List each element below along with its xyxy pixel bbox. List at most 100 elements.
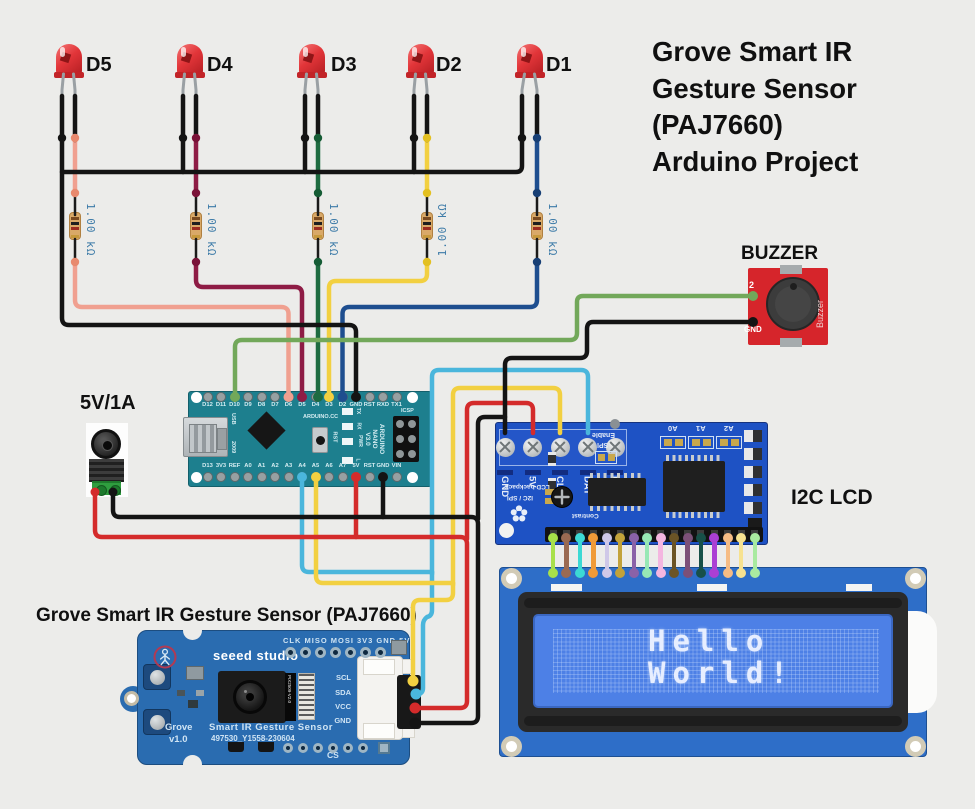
arduino-pin-label: VIN	[391, 463, 402, 469]
lcd-jumper-dot	[669, 568, 680, 578]
lcd-jumper-dot	[749, 533, 760, 543]
wire-ground-bus	[59, 93, 540, 400]
lcd-jumper-wire	[685, 537, 690, 575]
lcd-jumper-dot	[655, 568, 666, 578]
wire-d4-to-d5pin	[193, 259, 305, 400]
arduino-pin-ref	[229, 472, 240, 482]
grove-pin-scl: SCL	[336, 673, 351, 682]
wire-d5-to-d6pin	[72, 259, 291, 400]
arduino-pin-label: GND	[349, 402, 363, 408]
led-label-d4: D4	[207, 54, 233, 76]
arduino-pin-label: TX1	[391, 402, 402, 408]
grove-serial: 497530_Y1558-230604	[211, 734, 295, 743]
arduino-brand-text: ARDUINO.CC	[303, 414, 339, 420]
resistor-d2	[421, 212, 433, 240]
lcd-jumper-dot	[574, 568, 585, 578]
dc-jack-body	[89, 459, 124, 482]
arduino-pin-label: D9	[244, 402, 252, 408]
arduino-pin-label: D6	[284, 402, 293, 408]
lcd-jumper-dot	[709, 533, 720, 543]
terminal-screw	[523, 437, 542, 457]
backpack-name: LCD backpack	[505, 483, 550, 490]
tx-led-label: TX	[355, 407, 362, 415]
buzzer-gnd-label: GND	[744, 325, 762, 334]
grove-version: v1.0	[169, 734, 188, 745]
wire-d1-to-d2pin	[340, 259, 540, 400]
arduino-hole	[191, 472, 202, 483]
lcd-hole	[905, 736, 926, 757]
icsp-label: ICSP	[401, 408, 414, 414]
arduino-pin-d10	[229, 392, 240, 402]
arduino-pin-d8	[256, 392, 267, 402]
grove-section-label: Grove Smart IR Gesture Sensor (PAJ7660)	[36, 605, 417, 626]
grove-bottom-pad	[358, 743, 368, 753]
camera-lens	[233, 680, 267, 714]
camera-label-strip: PIX2509-V2.0	[285, 673, 296, 721]
arduino-pin-d3	[324, 392, 334, 402]
arduino-pin-label: D13	[202, 463, 213, 469]
arduino-pin-label: RST	[363, 463, 376, 469]
usb-connector	[183, 417, 228, 457]
resistor-value: 1.00 kΩ	[327, 203, 340, 257]
arduino-hole	[407, 392, 418, 403]
lcd-side-tab	[903, 611, 937, 713]
rx-led	[342, 423, 353, 430]
fpc-connector	[298, 673, 315, 720]
arduino-pin-label: A4	[298, 463, 306, 469]
resistor-d1	[531, 212, 543, 240]
buzzer-tab	[780, 338, 802, 347]
lcd-jumper-wire	[591, 537, 596, 575]
lcd-jumper-wire	[739, 537, 744, 575]
grove-top-pad	[374, 646, 386, 658]
buzzer-disc	[766, 277, 820, 331]
arduino-pin-label: A5	[311, 463, 320, 469]
arduino-pin-label: RXD	[376, 402, 390, 408]
lcd-jumper-dot	[722, 568, 733, 578]
arduino-hole	[407, 472, 418, 483]
grove-standoff	[143, 664, 171, 690]
arduino-pin-label: D5	[298, 402, 306, 408]
arduino-pin-label: D12	[202, 402, 213, 408]
arduino-pin-a4	[297, 472, 307, 482]
wire-buzzer-signal	[232, 293, 756, 400]
dc-jack-barrel	[91, 429, 121, 459]
addr-jumper-a0: A0	[668, 424, 678, 433]
addr-jumper-a2: A2	[724, 424, 734, 433]
arduino-pin-d4	[310, 392, 321, 402]
grove-notch	[183, 621, 202, 640]
backpack-header-strip	[545, 527, 763, 542]
resistor-d4	[190, 212, 202, 240]
arduino-pin-label: D3	[325, 402, 333, 408]
lcd-jumper-dot	[695, 568, 706, 578]
arduino-pin-label: D10	[229, 402, 240, 408]
lcd-hole	[905, 568, 926, 589]
arduino-code-text: 2009	[230, 441, 236, 454]
reset-button	[312, 427, 328, 453]
title-line: Arduino Project	[652, 145, 859, 177]
lcd-jumper-dot	[615, 568, 626, 578]
arduino-pin-a3	[283, 472, 294, 482]
arduino-pin-label: 5V	[352, 463, 360, 469]
lcd-jumper-wire	[752, 537, 757, 575]
lcd-hole	[501, 736, 522, 757]
led-label-d2: D2	[436, 54, 462, 76]
lcd-jumper-dot	[682, 568, 693, 578]
arduino-pin-rst	[364, 392, 375, 402]
lcd-jumper-dot	[601, 568, 612, 578]
spi-enable-label: Enable	[592, 431, 615, 438]
lcd-line1: Hello	[648, 624, 771, 658]
lcd-jumper-wire	[631, 537, 636, 575]
grove-notch	[183, 755, 202, 774]
arduino-pin-a5	[310, 472, 321, 482]
lcd-jumper-dot	[709, 568, 720, 578]
arduino-pin-label: A6	[325, 463, 333, 469]
addr-pads	[660, 436, 686, 449]
resistor-value: 1.00 kΩ	[436, 203, 449, 257]
power-label: 5V/1A	[80, 392, 136, 414]
arduino-pin-rst	[364, 472, 375, 482]
lcd-jumper-wire	[725, 537, 731, 575]
lcd-jumper-dot	[588, 568, 599, 578]
lcd-jumper-dot	[601, 533, 612, 543]
arduino-pin-tx1	[391, 392, 402, 402]
lcd-jumper-dot	[548, 568, 558, 578]
